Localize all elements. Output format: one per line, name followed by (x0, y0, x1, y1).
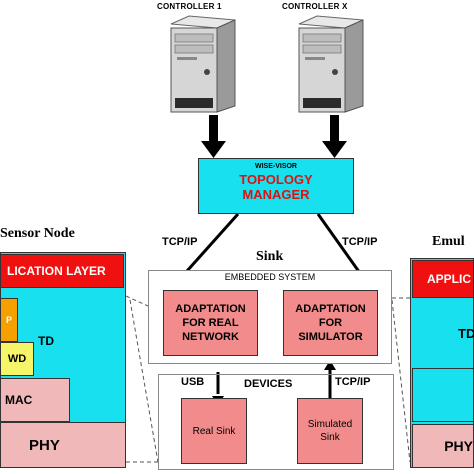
simulated-sink-line2: Sink (320, 432, 340, 443)
sensor-p-label: P (5, 315, 12, 325)
sensor-phy-block: PHY (0, 422, 126, 468)
adaptation-sim-line3: SIMULATOR (298, 331, 363, 343)
tcpip-left-label: TCP/IP (162, 236, 198, 248)
simulated-sink-box: Simulated Sink (297, 398, 363, 464)
topology-title-line2: MANAGER (242, 187, 310, 202)
sensor-p-block: P (0, 298, 18, 342)
adaptation-real-line3: NETWORK (182, 331, 239, 343)
usb-label: USB (181, 376, 205, 388)
topology-title-line1: TOPOLOGY (239, 172, 313, 187)
adaptation-sim-line1: ADAPTATION (295, 303, 366, 315)
controller1-to-topology-arrow (201, 115, 226, 158)
simulated-sink-line1: Simulated (307, 419, 353, 430)
adaptation-real-line2: FOR REAL (182, 317, 239, 329)
adaptation-simulator-box: ADAPTATION FOR SIMULATOR (283, 290, 378, 356)
sensor-mac-block: MAC (0, 378, 70, 422)
sensor-wd-block: WD (0, 342, 34, 376)
dashed-line-left-top (125, 295, 149, 307)
tcpip-right-label: TCP/IP (342, 236, 378, 248)
real-sink-box: Real Sink (181, 398, 247, 464)
tcpip-device-label: TCP/IP (335, 376, 371, 388)
sensor-td-label: TD (38, 334, 54, 348)
emulator-app-layer-label: APPLIC (427, 272, 472, 286)
controllerx-label: CONTROLLER X (282, 2, 348, 11)
sensor-mac-label: MAC (5, 393, 33, 407)
embedded-system-label: EMBEDDED SYSTEM (224, 272, 316, 282)
devices-label: DEVICES (244, 378, 293, 390)
real-sink-label: Real Sink (192, 425, 236, 437)
emulator-title: Emul (432, 234, 465, 249)
controllerx-to-topology-arrow (322, 115, 347, 158)
sensor-node-title: Sensor Node (0, 226, 75, 241)
adaptation-real-network-box: ADAPTATION FOR REAL NETWORK (163, 290, 258, 356)
dashed-line-right-diag (391, 299, 411, 463)
wise-visor-label: WISE-VISOR (254, 163, 297, 170)
controllerx-computer-icon (298, 15, 364, 113)
sensor-app-layer: LICATION LAYER (0, 254, 124, 288)
adaptation-real-line1: ADAPTATION (175, 303, 246, 315)
controller1-label: CONTROLLER 1 (157, 2, 222, 11)
emulator-app-layer: APPLIC (412, 260, 474, 298)
tcpip-device-arrowhead-up (324, 360, 336, 370)
sensor-wd-label: WD (7, 353, 27, 365)
emulator-td-label: TD (458, 326, 474, 341)
adaptation-sim-line2: FOR (318, 317, 343, 329)
emulator-phy-block: PHY (412, 424, 474, 468)
controller1-computer-icon (170, 15, 236, 113)
sensor-phy-label: PHY (29, 436, 60, 454)
sink-title: Sink (256, 249, 284, 264)
devices-box (158, 374, 394, 470)
emulator-mid-layer (412, 368, 474, 422)
sensor-app-layer-label: LICATION LAYER (7, 264, 106, 278)
topology-manager-box: WISE-VISOR TOPOLOGY MANAGER (198, 158, 354, 214)
emulator-phy-label: PHY (444, 438, 473, 454)
